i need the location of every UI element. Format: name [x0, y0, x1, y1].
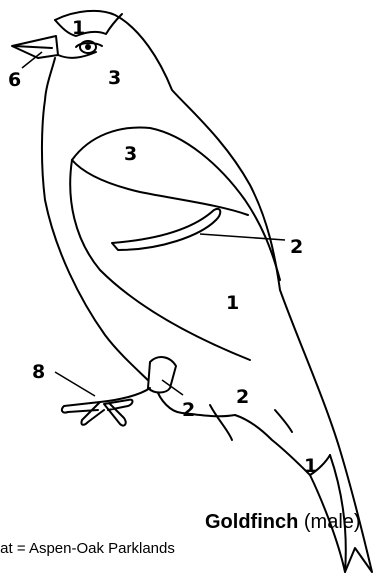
label-face: 3	[108, 67, 121, 89]
label-belly: 1	[226, 292, 239, 314]
wing-coverts-line	[72, 160, 248, 215]
label-tail: 1	[304, 455, 317, 477]
wing-outline	[72, 127, 280, 280]
habitat-text: tat = Aspen-Oak Parklands	[0, 540, 175, 557]
feet-toes	[62, 400, 133, 426]
label-undertail: 2	[236, 386, 249, 408]
sex-label: (male)	[304, 511, 361, 533]
label-wingbar: 2	[290, 236, 303, 258]
crown-patch	[55, 14, 122, 36]
species-name: Goldfinch	[205, 511, 298, 533]
label-leg: 2	[182, 399, 195, 421]
undertail-band-2	[275, 410, 292, 432]
eye-pupil	[85, 44, 91, 50]
wing-edge	[70, 160, 250, 360]
label-crown: 1	[72, 17, 85, 39]
undertail-band-1	[210, 405, 232, 440]
label-feet: 8	[32, 361, 45, 383]
label-shoulder: 3	[124, 143, 137, 165]
wingbar-leader	[200, 234, 285, 240]
label-bill: 6	[8, 69, 21, 91]
wingbar-shape	[112, 209, 220, 250]
body-outline	[42, 11, 372, 572]
feet-leader	[55, 372, 95, 396]
